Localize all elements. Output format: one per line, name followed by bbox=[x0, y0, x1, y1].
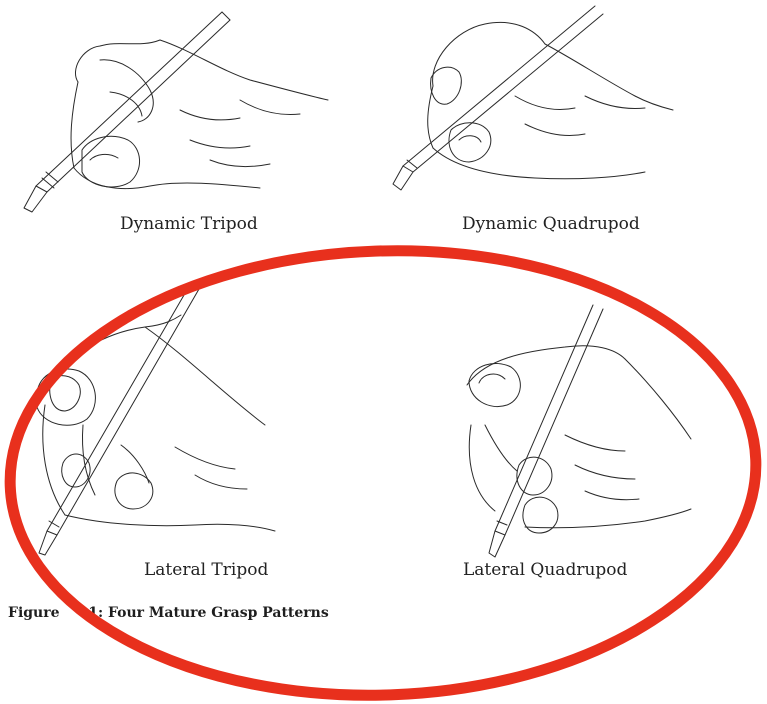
hand-illustration-lateral-tripod bbox=[25, 275, 315, 560]
figure-caption: Figure -1: Four Mature Grasp Patterns bbox=[8, 605, 329, 621]
caption-dynamic-tripod: Dynamic Tripod bbox=[120, 214, 258, 234]
caption-lateral-tripod: Lateral Tripod bbox=[144, 560, 268, 580]
figure-caption-right: -1: Four Mature Grasp Patterns bbox=[82, 605, 328, 621]
caption-lateral-quadrupod: Lateral Quadrupod bbox=[463, 560, 627, 580]
hand-illustration-dynamic-tripod bbox=[10, 0, 340, 215]
hand-illustration-dynamic-quadrupod bbox=[385, 0, 685, 215]
figure-caption-left: Figure bbox=[8, 605, 64, 621]
hand-illustration-lateral-quadrupod bbox=[455, 295, 705, 560]
caption-dynamic-quadrupod: Dynamic Quadrupod bbox=[462, 214, 640, 234]
